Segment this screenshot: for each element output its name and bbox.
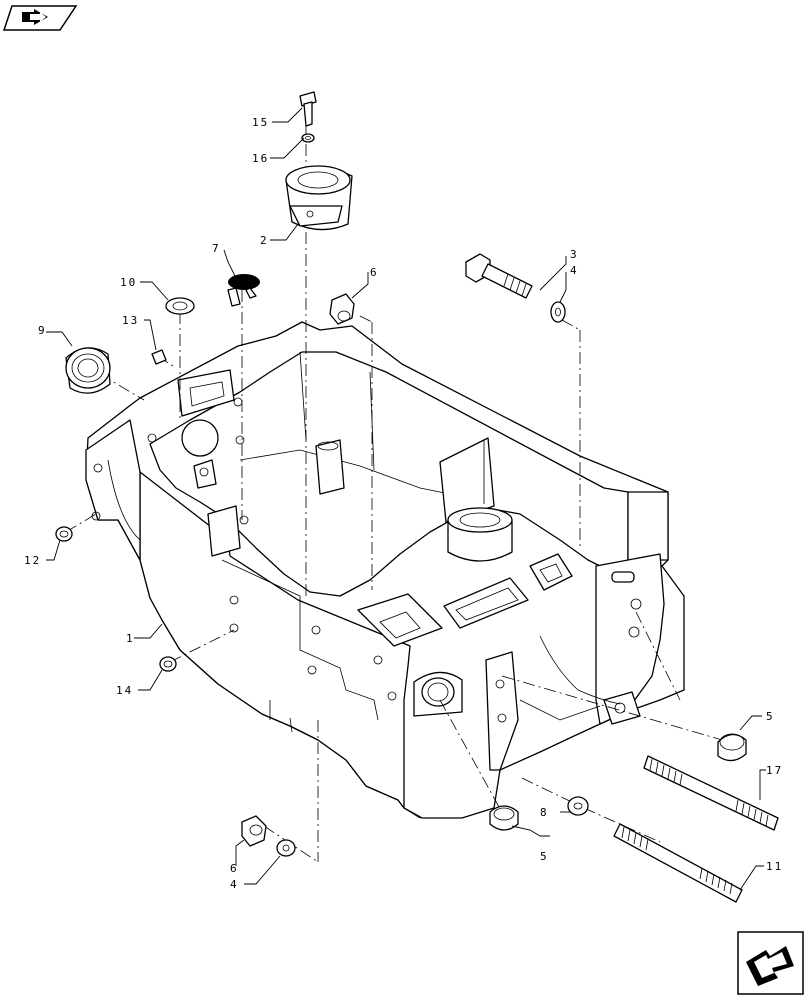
collar-part-2 <box>285 165 353 231</box>
callout-3: 3 <box>570 248 579 261</box>
callout-16: 16 <box>252 152 269 165</box>
callout-7: 7 <box>212 242 221 255</box>
plug-part-12 <box>55 526 73 542</box>
plug-part-13 <box>151 349 167 365</box>
bushing-part-5-bottom <box>489 805 519 831</box>
callout-4-bottom: 4 <box>230 878 239 891</box>
plug-part-14 <box>159 656 177 672</box>
stud-part-17 <box>643 755 779 831</box>
callout-10: 10 <box>120 276 137 289</box>
callout-labels: 15 16 2 7 3 4 6 10 13 9 12 1 14 5 17 8 5… <box>24 116 783 891</box>
callout-6-top: 6 <box>370 266 379 279</box>
callout-5-right: 5 <box>766 710 775 723</box>
plug-part-10 <box>165 297 195 315</box>
callout-11: 11 <box>766 860 783 873</box>
bolt-part-15 <box>299 91 317 127</box>
nut-part-6-top <box>329 293 355 325</box>
callout-17: 17 <box>766 764 783 777</box>
previous-page-icon[interactable] <box>2 5 78 31</box>
callout-8: 8 <box>540 806 549 819</box>
bolt-part-3 <box>465 253 533 299</box>
filter-cap-part-9 <box>65 347 111 394</box>
callout-13: 13 <box>122 314 139 327</box>
washer-part-4-bottom <box>276 839 296 857</box>
callout-12: 12 <box>24 554 41 567</box>
callout-2: 2 <box>260 234 269 247</box>
callout-4-top: 4 <box>570 264 579 277</box>
washer-part-8 <box>567 796 589 816</box>
bushing-part-5-right <box>717 733 747 762</box>
callout-15: 15 <box>252 116 269 129</box>
callout-6-bottom: 6 <box>230 862 239 875</box>
nut-part-6-bottom <box>241 815 267 847</box>
next-page-icon[interactable] <box>737 931 804 995</box>
callout-1: 1 <box>126 632 135 645</box>
breather-cap-part-7 <box>227 274 260 307</box>
washer-part-4-top <box>550 301 566 323</box>
callout-14: 14 <box>116 684 133 697</box>
leader-lines <box>46 107 766 891</box>
washer-part-16 <box>301 133 315 143</box>
callout-5-bottom: 5 <box>540 850 549 863</box>
stud-part-11 <box>613 823 743 903</box>
callout-9: 9 <box>38 324 47 337</box>
main-housing-part-1 <box>85 321 685 819</box>
